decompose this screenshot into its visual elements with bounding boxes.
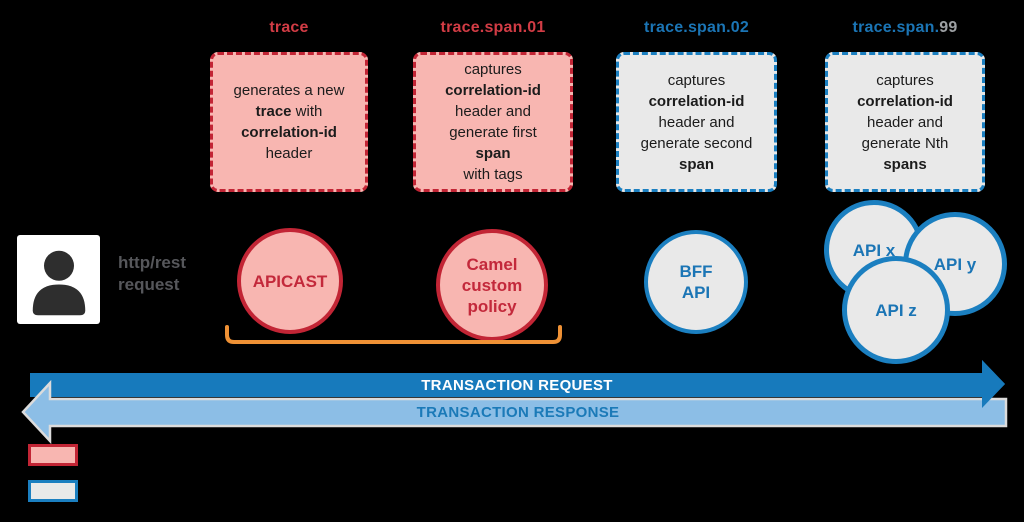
label-text: trace [269, 19, 309, 36]
label-muted-text: 99 [939, 19, 958, 36]
transaction-response-arrow [21, 379, 1008, 445]
user-icon [32, 250, 85, 315]
label-text: trace.span. [852, 19, 940, 36]
legend-swatch-red [28, 444, 78, 466]
transaction-request-arrow [30, 360, 1005, 408]
node-label: APICAST [252, 271, 328, 291]
node-apicast: APICAST [237, 228, 343, 334]
gateway-bracket [225, 325, 562, 344]
node-label: API y [933, 254, 977, 274]
user-card [17, 235, 100, 324]
node-api-z: API z [842, 256, 950, 364]
label-text: trace.span.01 [440, 19, 546, 36]
legend-swatch-blue [28, 480, 78, 502]
label-text: trace.span.02 [644, 19, 749, 36]
transaction-response-label: TRANSACTION RESPONSE [417, 404, 620, 421]
column-label-trace-span-01: trace.span.01 [413, 18, 573, 38]
column-label-trace-span-02: trace.span.02 [616, 18, 777, 38]
column-label-trace-span-99: trace.span.99 [825, 18, 985, 38]
column-label-trace: trace [210, 18, 368, 38]
node-label: API z [875, 300, 917, 320]
request-arrowhead-icon [982, 360, 1005, 408]
transaction-request-label: TRANSACTION REQUEST [421, 377, 613, 394]
node-label: API x [852, 240, 896, 260]
